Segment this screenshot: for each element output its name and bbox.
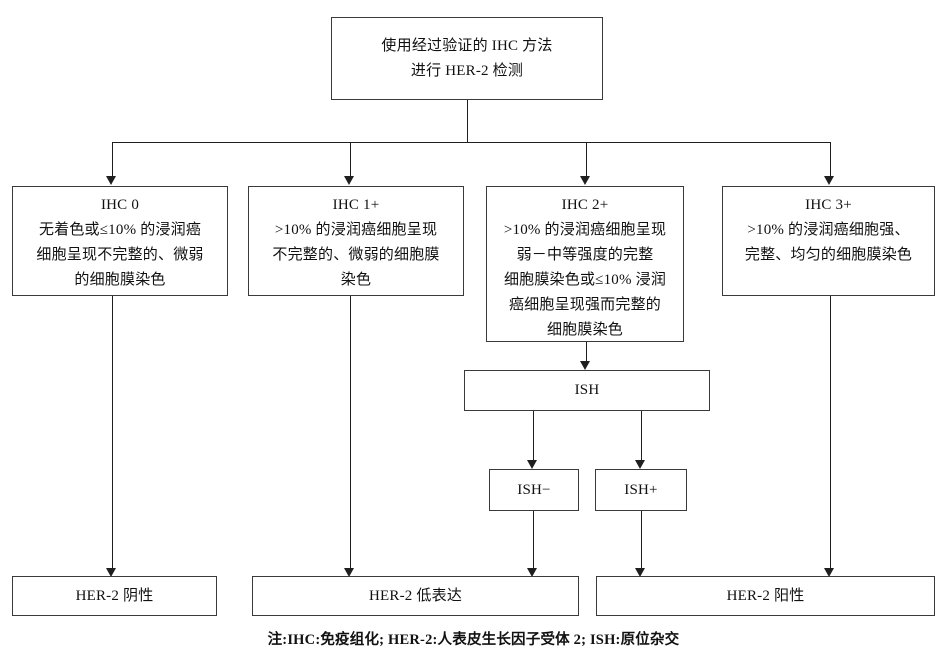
node-ish-negative: ISH− — [489, 469, 579, 511]
node-line: 进行 HER-2 检测 — [410, 62, 524, 79]
connector-branch-ihc1 — [350, 142, 351, 176]
connector-branch-ihc3 — [830, 142, 831, 176]
node-line: 使用经过验证的 IHC 方法 — [381, 37, 553, 54]
node-her2-low-expression: HER-2 低表达 — [252, 576, 579, 616]
arrowhead-her2-negative — [106, 568, 116, 577]
connector-ish-to-ish-positive — [641, 411, 642, 460]
arrowhead-ihc0 — [106, 176, 116, 185]
node-ihc-2plus: IHC 2+ >10% 的浸润癌细胞呈现 弱－中等强度的完整 细胞膜染色或≤10… — [486, 186, 684, 342]
connector-ishneg-to-low — [533, 511, 534, 568]
connector-trunk-vertical — [467, 100, 468, 142]
connector-distribution-bar — [112, 142, 830, 143]
node-line: >10% 的浸润癌细胞呈现 — [274, 222, 438, 238]
connector-ish-to-ish-negative — [533, 411, 534, 460]
node-header: IHC 0 — [100, 197, 140, 213]
node-label: ISH+ — [624, 481, 658, 498]
arrowhead-her2-positive-right — [824, 568, 834, 577]
footnote-abbreviations: 注:IHC:免疫组化; HER-2:人表皮生长因子受体 2; ISH:原位杂交 — [267, 632, 680, 648]
arrowhead-ish-negative — [527, 460, 537, 469]
node-line: 不完整的、微弱的细胞膜 — [272, 247, 440, 263]
arrowhead-her2-low-right — [527, 568, 537, 577]
arrowhead-ihc3 — [824, 176, 834, 185]
node-label: HER-2 阴性 — [75, 587, 154, 604]
node-ihc-testing-method: 使用经过验证的 IHC 方法 进行 HER-2 检测 — [331, 17, 603, 100]
node-line: 无着色或≤10% 的浸润癌 — [38, 222, 202, 238]
node-ish: ISH — [464, 370, 710, 411]
node-label: HER-2 低表达 — [368, 587, 463, 604]
arrowhead-ihc1 — [344, 176, 354, 185]
connector-ihc0-to-negative — [112, 296, 113, 568]
node-line: 细胞膜染色 — [546, 322, 623, 338]
node-line: 弱－中等强度的完整 — [516, 247, 654, 263]
node-line: >10% 的浸润癌细胞呈现 — [503, 222, 667, 238]
connector-ihc3-to-positive — [830, 296, 831, 568]
connector-branch-ihc0 — [112, 142, 113, 176]
arrowhead-her2-positive-left — [635, 568, 645, 577]
connector-branch-ihc2 — [586, 142, 587, 176]
node-ihc-0: IHC 0 无着色或≤10% 的浸润癌 细胞呈现不完整的、微弱 的细胞膜染色 — [12, 186, 228, 296]
node-line: 的细胞膜染色 — [74, 272, 166, 288]
node-line: 癌细胞呈现强而完整的 — [508, 297, 661, 313]
node-line: 染色 — [340, 272, 372, 288]
arrowhead-her2-low-left — [344, 568, 354, 577]
node-her2-negative: HER-2 阴性 — [12, 576, 217, 616]
node-line: >10% 的浸润癌细胞强、 — [747, 222, 910, 238]
arrowhead-ihc2 — [580, 176, 590, 185]
node-line: 完整、均匀的细胞膜染色 — [744, 247, 913, 263]
connector-ihc2-to-ish — [586, 342, 587, 361]
connector-ishpos-to-positive — [641, 511, 642, 568]
node-label: ISH — [574, 382, 600, 398]
node-ihc-1plus: IHC 1+ >10% 的浸润癌细胞呈现 不完整的、微弱的细胞膜 染色 — [248, 186, 464, 296]
node-her2-positive: HER-2 阳性 — [596, 576, 935, 616]
node-header: IHC 2+ — [561, 197, 609, 213]
arrowhead-ish — [580, 361, 590, 370]
node-line: 细胞呈现不完整的、微弱 — [36, 247, 204, 263]
node-label: HER-2 阳性 — [726, 587, 805, 604]
node-header: IHC 3+ — [805, 197, 852, 213]
connector-ihc1-to-low — [350, 296, 351, 568]
node-header: IHC 1+ — [332, 197, 380, 213]
node-ish-positive: ISH+ — [595, 469, 687, 511]
node-ihc-3plus: IHC 3+ >10% 的浸润癌细胞强、 完整、均匀的细胞膜染色 — [722, 186, 935, 296]
node-line: 细胞膜染色或≤10% 浸润 — [503, 272, 667, 288]
arrowhead-ish-positive — [635, 460, 645, 469]
node-label: ISH− — [517, 481, 551, 498]
